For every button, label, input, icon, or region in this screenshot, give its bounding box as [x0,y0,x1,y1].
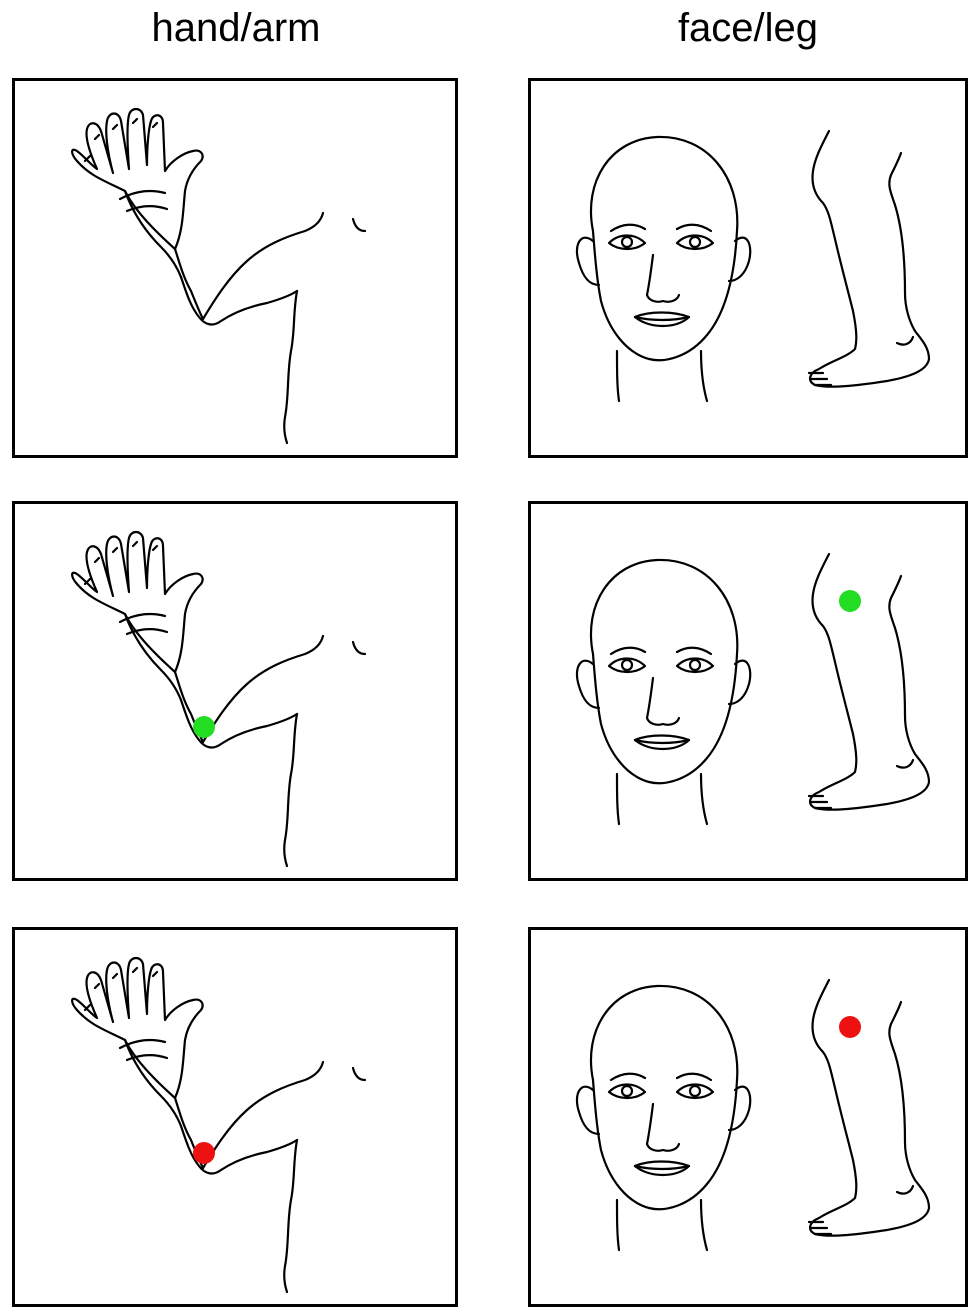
hand-arm-panel-1 [12,78,458,458]
hand-arm-panel-2 [12,501,458,881]
column-title-face-leg: face/leg [528,2,968,54]
face-leg-panel-1 [528,78,968,458]
red-marker-elbow [193,1142,215,1164]
face-leg-drawing [531,930,965,1303]
hand-arm-panel-3 [12,927,458,1307]
face-leg-panel-2 [528,501,968,881]
column-title-hand-arm: hand/arm [14,2,458,54]
hand-arm-drawing [15,81,453,454]
face-leg-panel-3 [528,927,968,1307]
red-marker-knee [839,1016,861,1038]
face-leg-drawing [531,504,965,877]
hand-arm-drawing [15,504,453,877]
green-marker-elbow [193,716,215,738]
green-marker-knee [839,590,861,612]
hand-arm-drawing [15,930,453,1303]
face-leg-drawing [531,81,965,454]
